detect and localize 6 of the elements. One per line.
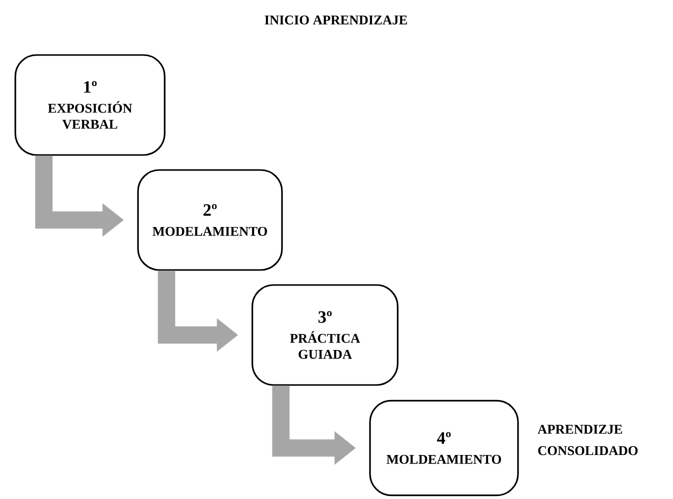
step-box: 4º MOLDEAMIENTO [369, 400, 519, 496]
step-box: 1º EXPOSICIÓN VERBAL [14, 54, 166, 156]
step-box: 3º PRÁCTICA GUIADA [252, 284, 398, 386]
step-box: 2º MODELAMIENTO [137, 169, 283, 271]
title: INICIO APRENDIZAJE [264, 16, 407, 24]
side-note: APRENDIZJE CONSOLIDADO [538, 424, 638, 456]
